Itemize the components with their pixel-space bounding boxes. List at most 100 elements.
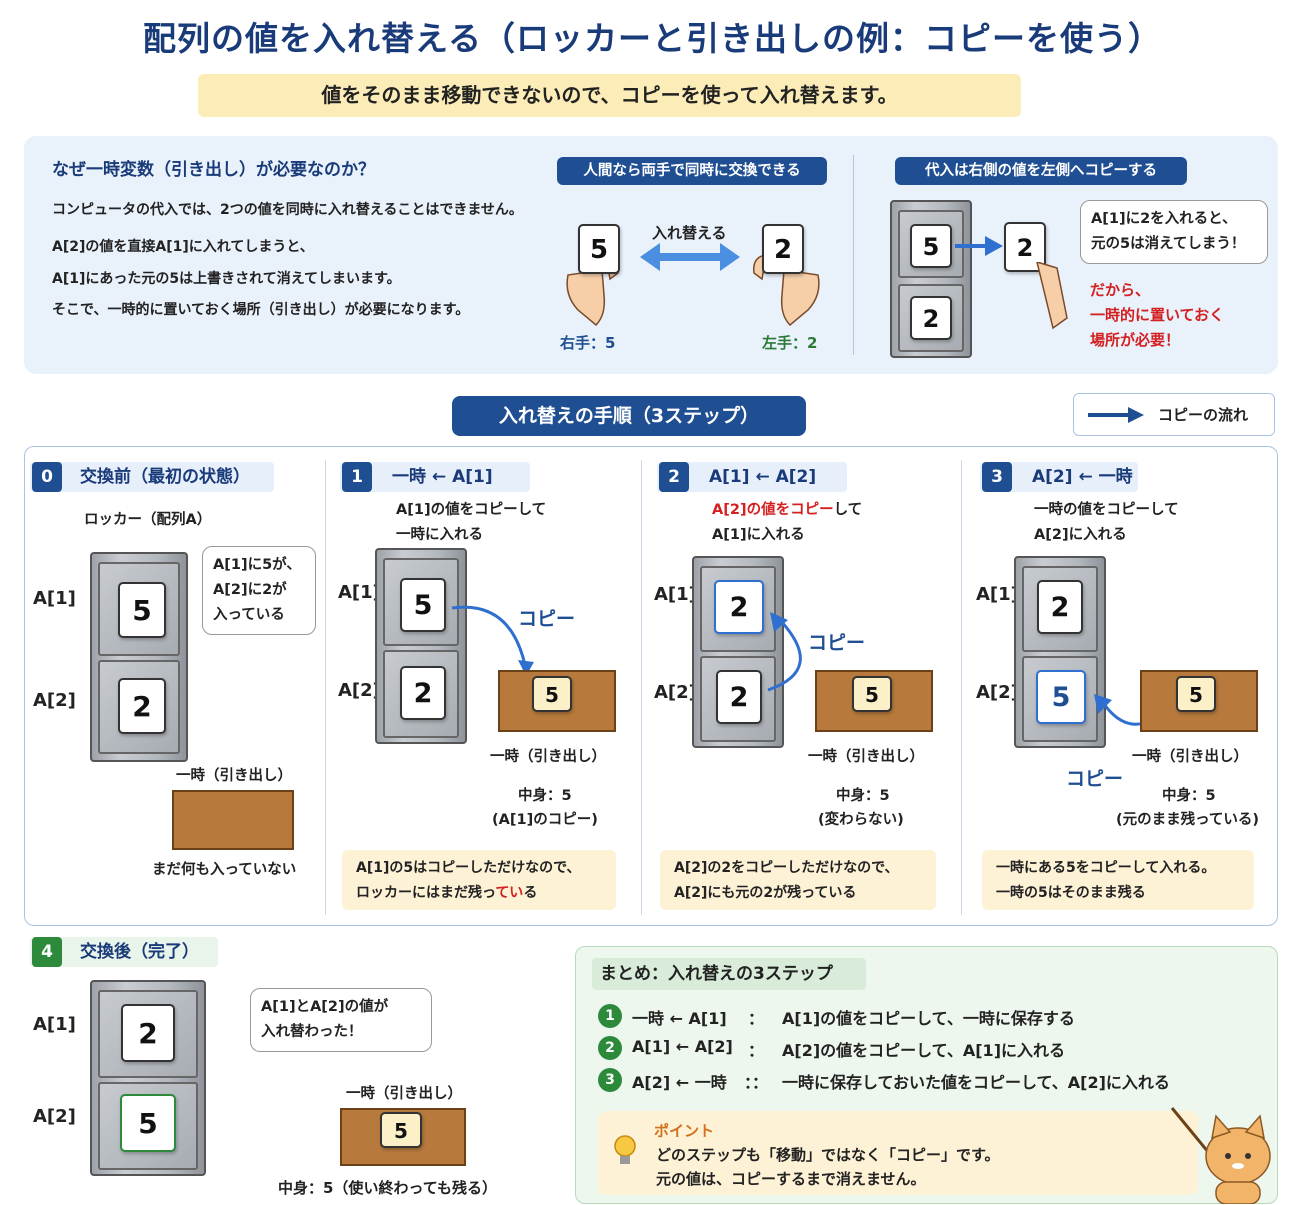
locker-caption: ロッカー（配列A） bbox=[84, 512, 212, 528]
a1-label: A[1] bbox=[33, 588, 76, 609]
a1-label: A[1] bbox=[33, 1014, 76, 1035]
hands-swap-illustration bbox=[566, 243, 820, 327]
step-1-header: 1 一時 ← A[1] bbox=[340, 462, 530, 492]
summary-text: A[1]の値をコピーして、一時に保存する bbox=[782, 1009, 1075, 1028]
step-3-header: 3 A[2] ← 一時 bbox=[980, 462, 1138, 492]
drawer-icon bbox=[172, 790, 294, 850]
step-1-desc: A[1]の値をコピーして一時に入れる bbox=[396, 502, 547, 543]
state-bubble: A[1]に5が、A[2]に2が入っている bbox=[202, 546, 316, 635]
value-card: 5 bbox=[118, 582, 166, 638]
hand-icon bbox=[1036, 262, 1068, 330]
divider bbox=[325, 460, 326, 915]
drawer-content-note: (変わらない) bbox=[818, 812, 904, 828]
why-line: そこで、一時的に置いておく場所（引き出し）が必要になります。 bbox=[52, 302, 470, 318]
done-bubble: A[1]とA[2]の値が入れ替わった！ bbox=[250, 988, 432, 1052]
summary-op: 一時 ← A[1] bbox=[632, 1009, 727, 1028]
right-hand-label: 右手：5 bbox=[560, 334, 616, 352]
drawer-content: 中身：5 bbox=[518, 788, 572, 804]
copy-arrow-icon bbox=[451, 605, 534, 676]
drawer-label: 一時（引き出し） bbox=[176, 768, 292, 784]
lightbulb-icon bbox=[614, 1135, 636, 1164]
step-1-note: A[1]の5はコピーしただけなので、 ロッカーにはまだ残っている bbox=[342, 850, 616, 910]
step-2-note: A[2]の2をコピーしただけなので、A[2]にも元の2が残っている bbox=[660, 850, 936, 910]
cat-mascot-icon bbox=[1170, 1107, 1271, 1204]
summary-num: 1 bbox=[598, 1004, 622, 1028]
value-card: 5 bbox=[400, 578, 446, 632]
step-0-header: 0 交換前（最初の状態） bbox=[30, 462, 274, 492]
copy-label: コピー bbox=[518, 608, 576, 630]
step-4-header: 4 交換後（完了） bbox=[30, 937, 218, 967]
a2-label: A[2] bbox=[976, 682, 1019, 703]
why-line: A[2]の値を直接A[1]に入れてしまうと、 bbox=[52, 239, 314, 255]
drawer-content: 中身：5 bbox=[836, 788, 890, 804]
legend-label: コピーの流れ bbox=[1158, 406, 1249, 424]
a2-label: A[2] bbox=[654, 682, 697, 703]
summary-title: まとめ：入れ替えの3ステップ bbox=[592, 958, 866, 990]
why-line: A[1]にあった元の5は上書きされて消えてしまいます。 bbox=[52, 271, 401, 287]
copy-arrow-icon bbox=[955, 236, 1003, 256]
a1-label: A[1] bbox=[338, 582, 381, 603]
value-card: 2 bbox=[121, 1004, 175, 1062]
drawer-content: 中身：5 bbox=[1162, 788, 1216, 804]
page-title: 配列の値を入れ替える（ロッカーと引き出しの例：コピーを使う） bbox=[142, 19, 1162, 58]
drawer-content-note: (A[1]のコピー) bbox=[492, 812, 598, 828]
value-card: 5 bbox=[120, 1094, 176, 1152]
value-card: 2 bbox=[716, 670, 762, 724]
swap-arrow-icon bbox=[640, 243, 740, 271]
divider bbox=[641, 460, 642, 915]
why-heading: なぜ一時変数（引き出し）が必要なのか？ bbox=[52, 160, 375, 180]
summary-sep: ： bbox=[748, 1041, 765, 1060]
summary-text: 一時に保存しておいた値をコピーして、A[2]に入れる bbox=[782, 1073, 1170, 1092]
point-line: 元の値は、コピーするまで消えません。 bbox=[656, 1170, 926, 1188]
drawer-label: 一時（引き出し） bbox=[346, 1086, 462, 1102]
left-hand-label: 左手：2 bbox=[762, 334, 818, 352]
point-title: ポイント bbox=[654, 1122, 715, 1140]
drawer-content-note: (元のまま残っている) bbox=[1116, 812, 1260, 828]
warning-text: だから、一時的に置いておく場所が必要！ bbox=[1090, 281, 1225, 349]
copy-flow-arrow-icon bbox=[1088, 407, 1144, 423]
divider bbox=[853, 155, 854, 355]
step-2-header: 2 A[1] ← A[2] bbox=[657, 462, 847, 492]
step-2-desc: A[2]の値をコピーして A[1]に入れる bbox=[712, 502, 863, 543]
a2-label: A[2] bbox=[33, 690, 76, 711]
why-line: コンピュータの代入では、2つの値を同時に入れ替えることはできません。 bbox=[52, 202, 523, 218]
summary-sep: ：： bbox=[744, 1073, 769, 1092]
swap-label: 入れ替える bbox=[652, 224, 727, 242]
value-card: 5 bbox=[1036, 670, 1086, 724]
value-card: 2 bbox=[1037, 580, 1083, 634]
point-box bbox=[598, 1111, 1198, 1195]
a1-label: A[1] bbox=[976, 584, 1019, 605]
value-card: 5 bbox=[578, 224, 620, 274]
point-line: どのステップも「移動」ではなく「コピー」です。 bbox=[656, 1146, 1000, 1164]
a1-label: A[1] bbox=[654, 584, 697, 605]
copy-arrow-icon bbox=[767, 612, 802, 692]
value-card: 2 bbox=[118, 678, 166, 734]
value-card: 5 bbox=[1176, 676, 1216, 712]
value-card: 2 bbox=[714, 580, 764, 634]
value-card: 5 bbox=[852, 676, 892, 712]
procedure-pill: 入れ替えの手順（3ステップ） bbox=[452, 396, 806, 436]
value-card: 5 bbox=[380, 1112, 422, 1148]
steps-panel bbox=[24, 446, 1278, 926]
summary-num: 2 bbox=[598, 1036, 622, 1060]
summary-op: A[1] ← A[2] bbox=[632, 1037, 733, 1056]
value-card: 2 bbox=[762, 224, 804, 274]
value-card: 5 bbox=[532, 676, 572, 712]
assign-pill: 代入は右側の値を左側へコピーする bbox=[895, 157, 1187, 185]
value-card: 2 bbox=[910, 296, 952, 340]
drawer-label: 一時（引き出し） bbox=[490, 749, 606, 765]
legend-box: コピーの流れ bbox=[1073, 393, 1275, 436]
drawer-content: 中身：5（使い終わっても残る） bbox=[278, 1179, 497, 1197]
value-card: 2 bbox=[400, 666, 446, 720]
locker-icon bbox=[90, 980, 206, 1176]
drawer-label: 一時（引き出し） bbox=[808, 749, 924, 765]
summary-sep: ： bbox=[748, 1009, 765, 1028]
human-pill: 人間なら両手で同時に交換できる bbox=[557, 157, 827, 185]
drawer-note: まだ何も入っていない bbox=[152, 862, 297, 878]
step-3-note: 一時にある5をコピーして入れる。一時の5はそのまま残る bbox=[982, 850, 1254, 910]
overwrite-bubble: A[1]に2を入れると、元の5は消えてしまう！ bbox=[1080, 200, 1268, 264]
a2-label: A[2] bbox=[338, 680, 381, 701]
value-card: 5 bbox=[910, 224, 952, 268]
summary-text: A[2]の値をコピーして、A[1]に入れる bbox=[782, 1041, 1066, 1060]
